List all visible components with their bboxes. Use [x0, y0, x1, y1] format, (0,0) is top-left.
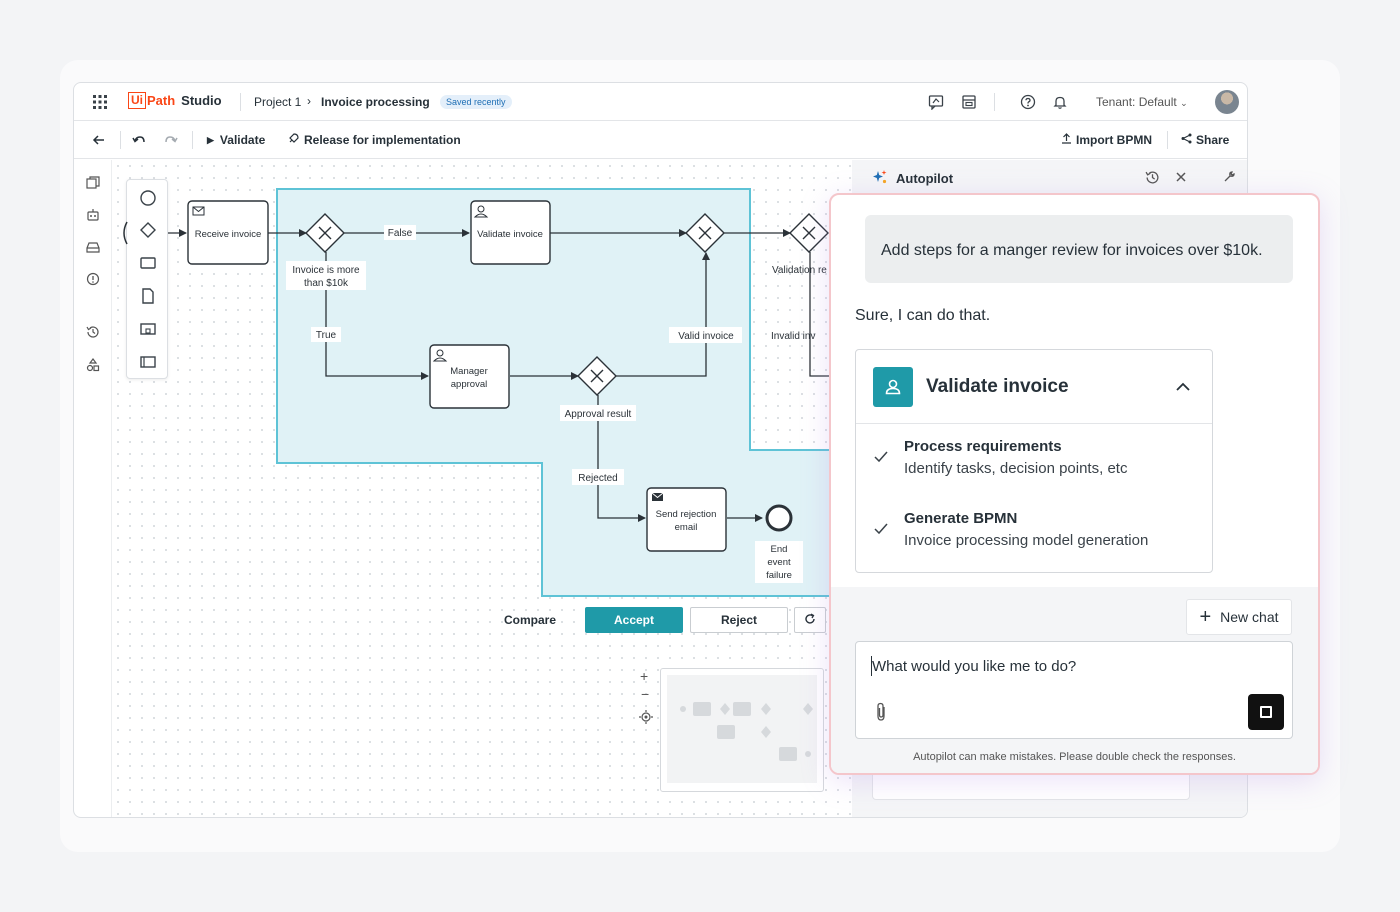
validate-button[interactable]: ▶ Validate	[207, 133, 265, 147]
notifications-bell-icon[interactable]	[1051, 93, 1069, 111]
plan-step-description: Invoice processing model generation	[904, 532, 1149, 549]
plan-card-header[interactable]: Validate invoice	[856, 350, 1212, 424]
robot-icon[interactable]	[84, 206, 102, 224]
paperclip-icon[interactable]	[874, 702, 888, 727]
topbar-divider-2	[994, 93, 995, 111]
autopilot-title: Autopilot	[896, 170, 954, 186]
undo-icon[interactable]	[131, 132, 147, 148]
refresh-icon	[804, 612, 816, 628]
share-button[interactable]: Share	[1181, 133, 1229, 147]
minimap[interactable]	[660, 668, 824, 792]
share-label: Share	[1196, 133, 1230, 147]
upload-icon	[1061, 133, 1072, 147]
task-tool-icon[interactable]	[138, 253, 158, 273]
sparkle-icon	[872, 169, 888, 188]
minimap-preview	[667, 675, 817, 783]
plan-card: Validate invoice Process requirements Id…	[855, 349, 1213, 573]
checkmark-icon	[874, 522, 888, 540]
gateway-tool-icon[interactable]	[138, 220, 158, 240]
new-chat-button[interactable]: + New chat	[1186, 599, 1292, 635]
autopilot-header: Autopilot	[852, 160, 1212, 196]
fit-view-icon[interactable]	[639, 710, 653, 729]
topbar-divider	[240, 93, 241, 111]
explorer-icon[interactable]	[84, 174, 102, 192]
zoom-out-icon[interactable]: −	[641, 686, 650, 702]
import-label: Import BPMN	[1076, 133, 1152, 147]
chevron-up-icon[interactable]	[1176, 379, 1190, 397]
close-icon[interactable]	[1175, 171, 1187, 183]
autopilot-chat-overlay: Add steps for a manger review for invoic…	[829, 193, 1320, 775]
plan-step-title: Process requirements	[904, 438, 1062, 455]
stop-square-icon	[1260, 706, 1272, 718]
compare-button[interactable]: Compare	[504, 613, 557, 627]
back-arrow-icon[interactable]	[91, 132, 107, 148]
action-toolbar: ▶ Validate Release for implementation Im…	[74, 121, 1247, 159]
reject-button[interactable]: Reject	[690, 607, 788, 633]
chat-composer-area: + New chat What would you like me to do?…	[831, 587, 1318, 773]
breadcrumb-process[interactable]: Invoice processing	[321, 95, 430, 109]
plus-icon: +	[1199, 606, 1212, 628]
user-avatar[interactable]	[1215, 90, 1239, 114]
tenant-label: Tenant: Default	[1096, 95, 1177, 109]
toolbar-divider	[120, 131, 121, 149]
start-event-tool-icon[interactable]	[138, 188, 158, 208]
plan-step-title: Generate BPMN	[904, 510, 1018, 527]
new-chat-label: New chat	[1220, 609, 1279, 625]
checkmark-icon	[874, 450, 888, 468]
import-bpmn-button[interactable]: Import BPMN	[1061, 133, 1152, 147]
release-label: Release for implementation	[304, 133, 461, 147]
data-object-tool-icon[interactable]	[138, 286, 158, 306]
feedback-icon[interactable]	[927, 93, 945, 111]
alert-icon[interactable]	[84, 270, 102, 288]
validate-label: Validate	[219, 133, 266, 147]
zoom-controls: + −	[636, 668, 656, 730]
chat-input[interactable]: What would you like me to do?	[855, 641, 1293, 739]
breadcrumb-project[interactable]: Project 1	[254, 95, 302, 109]
accept-button[interactable]: Accept	[585, 607, 683, 633]
zoom-in-icon[interactable]: +	[640, 668, 649, 684]
top-bar: Ui Path Studio Project 1 › Invoice proce…	[74, 83, 1247, 121]
disclaimer-text: Autopilot can make mistakes. Please doub…	[913, 751, 1236, 763]
history-icon[interactable]	[84, 323, 102, 341]
panel-icon[interactable]	[960, 93, 978, 111]
share-icon	[1181, 133, 1192, 147]
play-icon: ▶	[207, 134, 214, 145]
tenant-selector[interactable]: Tenant: Default ⌄	[1096, 95, 1188, 109]
chat-input-placeholder: What would you like me to do?	[872, 658, 1077, 675]
wrench-icon[interactable]	[1222, 170, 1236, 184]
shape-palette	[126, 179, 168, 379]
subprocess-tool-icon[interactable]	[138, 319, 158, 339]
plan-card-title: Validate invoice	[926, 375, 1069, 397]
redo-icon[interactable]	[163, 132, 179, 148]
release-button[interactable]: Release for implementation	[288, 133, 461, 147]
chevron-right-icon: ›	[307, 94, 311, 108]
product-name: Studio	[181, 93, 222, 108]
help-icon[interactable]	[1019, 93, 1037, 111]
assistant-reply: Sure, I can do that.	[855, 307, 991, 324]
user-task-icon	[873, 366, 913, 407]
stop-button[interactable]	[1248, 694, 1284, 730]
left-navigation-rail	[74, 160, 112, 817]
plan-step-description: Identify tasks, decision points, etc	[904, 460, 1128, 477]
chevron-down-icon: ⌄	[1180, 98, 1188, 108]
toolbar-divider-3	[1167, 131, 1168, 149]
history-icon[interactable]	[1145, 170, 1160, 185]
rocket-icon	[288, 133, 299, 147]
storage-icon[interactable]	[84, 238, 102, 256]
pool-tool-icon[interactable]	[138, 352, 158, 372]
user-message-text: Add steps for a manger review for invoic…	[881, 242, 1263, 259]
plan-step: Generate BPMN Invoice processing model g…	[874, 510, 1194, 549]
save-status-badge: Saved recently	[440, 95, 512, 109]
plan-step: Process requirements Identify tasks, dec…	[874, 438, 1194, 477]
regenerate-button[interactable]	[794, 607, 826, 633]
uipath-logo[interactable]: Ui Path Studio	[128, 92, 222, 109]
app-launcher-icon[interactable]	[92, 94, 108, 110]
toolbar-divider-2	[192, 131, 193, 149]
shapes-icon[interactable]	[84, 356, 102, 374]
input-cursor	[871, 656, 872, 676]
user-message-bubble: Add steps for a manger review for invoic…	[865, 215, 1293, 283]
